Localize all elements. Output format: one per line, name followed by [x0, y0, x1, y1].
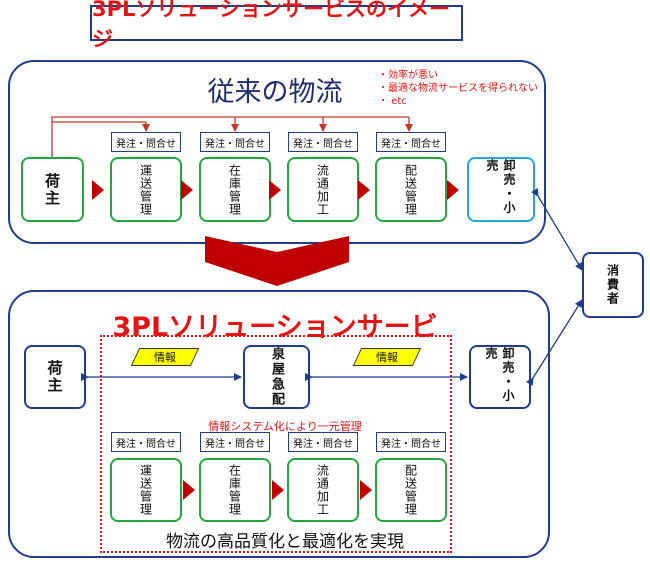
step-label: 運送管理 — [138, 163, 153, 216]
flow-arrow — [269, 180, 281, 200]
step-label: 配送管理 — [403, 163, 418, 216]
flow-arrow — [447, 180, 459, 200]
order-inquiry-box: 発注・問合せ — [200, 432, 270, 452]
step-distribution-processing: 流通加工 — [287, 157, 359, 222]
order-inquiry-box: 発注・問合せ — [200, 132, 270, 152]
consumer-box: 消費者 — [582, 252, 644, 318]
flow-arrow — [272, 480, 284, 500]
flow-arrow — [183, 480, 195, 500]
order-inquiry-box: 発注・問合せ — [376, 432, 446, 452]
consumer-links — [525, 187, 583, 387]
step-label: 在庫管理 — [227, 464, 242, 516]
flow-arrow — [92, 180, 104, 200]
3pl-solution-panel — [8, 290, 550, 558]
flow-arrows-top — [92, 180, 459, 200]
step-transport-management: 運送管理 — [110, 458, 182, 522]
wholesale-retail-box: 卸売・小売 — [469, 345, 531, 409]
shipper-label: 荷主 — [43, 172, 61, 207]
traditional-logistics-panel — [8, 60, 546, 244]
issue-note: ・ etc — [378, 96, 407, 107]
izumiya-kyuhai-label: 泉屋急配 — [269, 347, 284, 407]
wholesale-retail-label: 卸売・小売 — [485, 159, 516, 215]
izumiya-kyuhai-box: 泉屋急配 — [243, 345, 310, 409]
info-label: 情報 — [376, 351, 398, 364]
3pl-solution-heading: 3PLソリューションサービス — [112, 312, 438, 382]
flow-arrow — [360, 480, 372, 500]
flow-arrow — [358, 180, 370, 200]
flow-arrow — [181, 180, 193, 200]
traditional-logistics-heading: 従来の物流 — [207, 77, 343, 108]
step-label: 運送管理 — [138, 464, 153, 516]
step-inventory-management: 在庫管理 — [199, 458, 271, 522]
step-label: 流通加工 — [315, 464, 330, 516]
diagram-title: 3PLソリューションサービスのイメージ — [90, 0, 463, 51]
consumer-label: 消費者 — [605, 264, 620, 306]
footer-summary: 物流の高品質化と最適化を実現 — [166, 532, 404, 552]
info-tag: 情報 — [130, 348, 200, 366]
issues-notes: ・効率が悪い ・最適な物流サービスを得られない ・ etc — [378, 69, 538, 108]
step-distribution-processing: 流通加工 — [287, 458, 359, 522]
step-label: 流通加工 — [315, 163, 330, 216]
info-label: 情報 — [154, 351, 176, 364]
order-inquiry-box: 発注・問合せ — [111, 132, 181, 152]
order-inquiry-box: 発注・問合せ — [111, 432, 181, 452]
order-inquiry-box: 発注・問合せ — [376, 132, 446, 152]
order-inquiry-box: 発注・問合せ — [288, 132, 358, 152]
integrated-scope-frame — [100, 335, 452, 553]
step-delivery-management: 配送管理 — [375, 458, 447, 522]
wholesale-retail-label: 卸売・小売 — [484, 347, 515, 403]
transition-chevron — [205, 236, 349, 286]
wholesale-retail-box: 卸売・小売 — [467, 157, 535, 222]
step-delivery-management: 配送管理 — [375, 157, 447, 222]
issue-note: ・効率が悪い — [378, 70, 438, 81]
info-tag: 情報 — [352, 348, 422, 366]
shipper-box: 荷主 — [21, 157, 84, 222]
step-label: 配送管理 — [403, 464, 418, 516]
shipper-label: 荷主 — [45, 360, 64, 394]
feedback-lines — [51, 116, 413, 157]
order-inquiry-box: 発注・問合せ — [288, 432, 358, 452]
issue-note: ・最適な物流サービスを得られない — [378, 83, 538, 94]
flow-arrows-bottom — [183, 480, 372, 500]
centralized-management-note: 情報システム化により一元管理 — [208, 420, 362, 433]
step-label: 在庫管理 — [227, 163, 242, 216]
